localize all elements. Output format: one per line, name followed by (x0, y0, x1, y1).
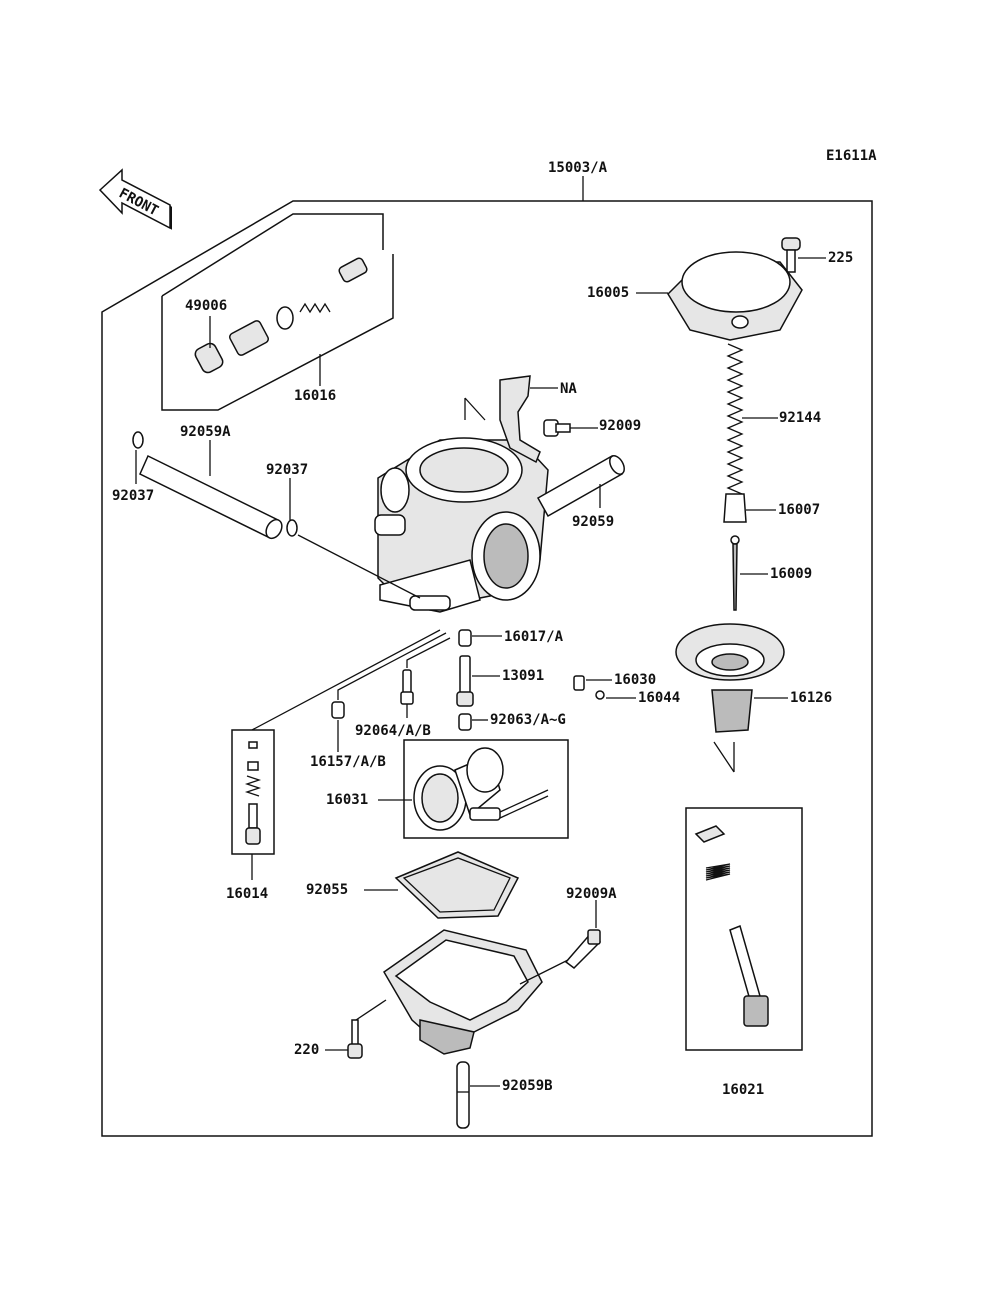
top-cover-16005 (667, 251, 803, 341)
label-16157: 16157/A/B (310, 754, 386, 770)
label-92059B: 92059B (502, 1078, 553, 1094)
sub-frame-16021 (685, 807, 803, 1051)
needle-16009 (730, 535, 740, 611)
assembly-frame (101, 200, 873, 1137)
hose-92059B (456, 1061, 470, 1129)
label-92055: 92055 (306, 882, 348, 898)
label-16031: 16031 (326, 792, 368, 808)
carburetor-body (374, 437, 549, 613)
pilot-screw-parts (194, 257, 368, 374)
label-16016: 16016 (294, 388, 336, 404)
part-16031 (413, 747, 549, 831)
label-92063: 92063/A~G (490, 712, 566, 728)
label-13091: 13091 (502, 668, 544, 684)
screw-220 (347, 1019, 363, 1059)
spring-92144 (726, 343, 744, 519)
diaphragm-16126 (675, 623, 785, 733)
holder-16007 (723, 493, 747, 523)
gasket-92055 (394, 851, 520, 919)
label-92037-right: 92037 (266, 462, 308, 478)
label-16126: 16126 (790, 690, 832, 706)
linkage-plate (499, 375, 541, 464)
part-16021 (694, 825, 769, 1027)
label-220: 220 (294, 1042, 319, 1058)
label-92059: 92059 (572, 514, 614, 530)
label-NA: NA (560, 381, 577, 397)
label-16014: 16014 (226, 886, 268, 902)
label-16021: 16021 (722, 1082, 764, 1098)
jet-parts (331, 629, 474, 731)
sub-frame-16016 (161, 254, 394, 411)
screw-92009 (543, 419, 571, 437)
front-arrow-icon: FRONT (98, 168, 172, 230)
part-16030 (573, 675, 585, 691)
sub-frame-16016-top (161, 213, 384, 297)
label-92037-left: 92037 (112, 488, 154, 504)
diagram-code: E1611A (826, 148, 877, 164)
label-16044: 16044 (638, 690, 680, 706)
label-16005: 16005 (587, 285, 629, 301)
screw-92009A (564, 929, 602, 969)
starter-plunger-parts (244, 741, 262, 845)
label-92064: 92064/A/B (355, 723, 431, 739)
label-15003: 15003/A (548, 160, 608, 176)
label-92059A: 92059A (180, 424, 231, 440)
hose-92059A (132, 431, 298, 540)
label-49006: 49006 (185, 298, 227, 314)
label-16030: 16030 (614, 672, 656, 688)
label-16007: 16007 (778, 502, 820, 518)
sub-frame-16014 (231, 729, 275, 855)
label-16017: 16017/A (504, 629, 564, 645)
label-225: 225 (828, 250, 853, 266)
hose-92059 (536, 454, 625, 518)
sub-frame-16031 (403, 739, 569, 839)
label-92144: 92144 (779, 410, 821, 426)
label-92009A: 92009A (566, 886, 617, 902)
screw-225 (781, 237, 801, 273)
float-bowl (383, 929, 543, 1055)
part-16044 (595, 690, 605, 700)
label-92009: 92009 (599, 418, 641, 434)
label-16009: 16009 (770, 566, 812, 582)
